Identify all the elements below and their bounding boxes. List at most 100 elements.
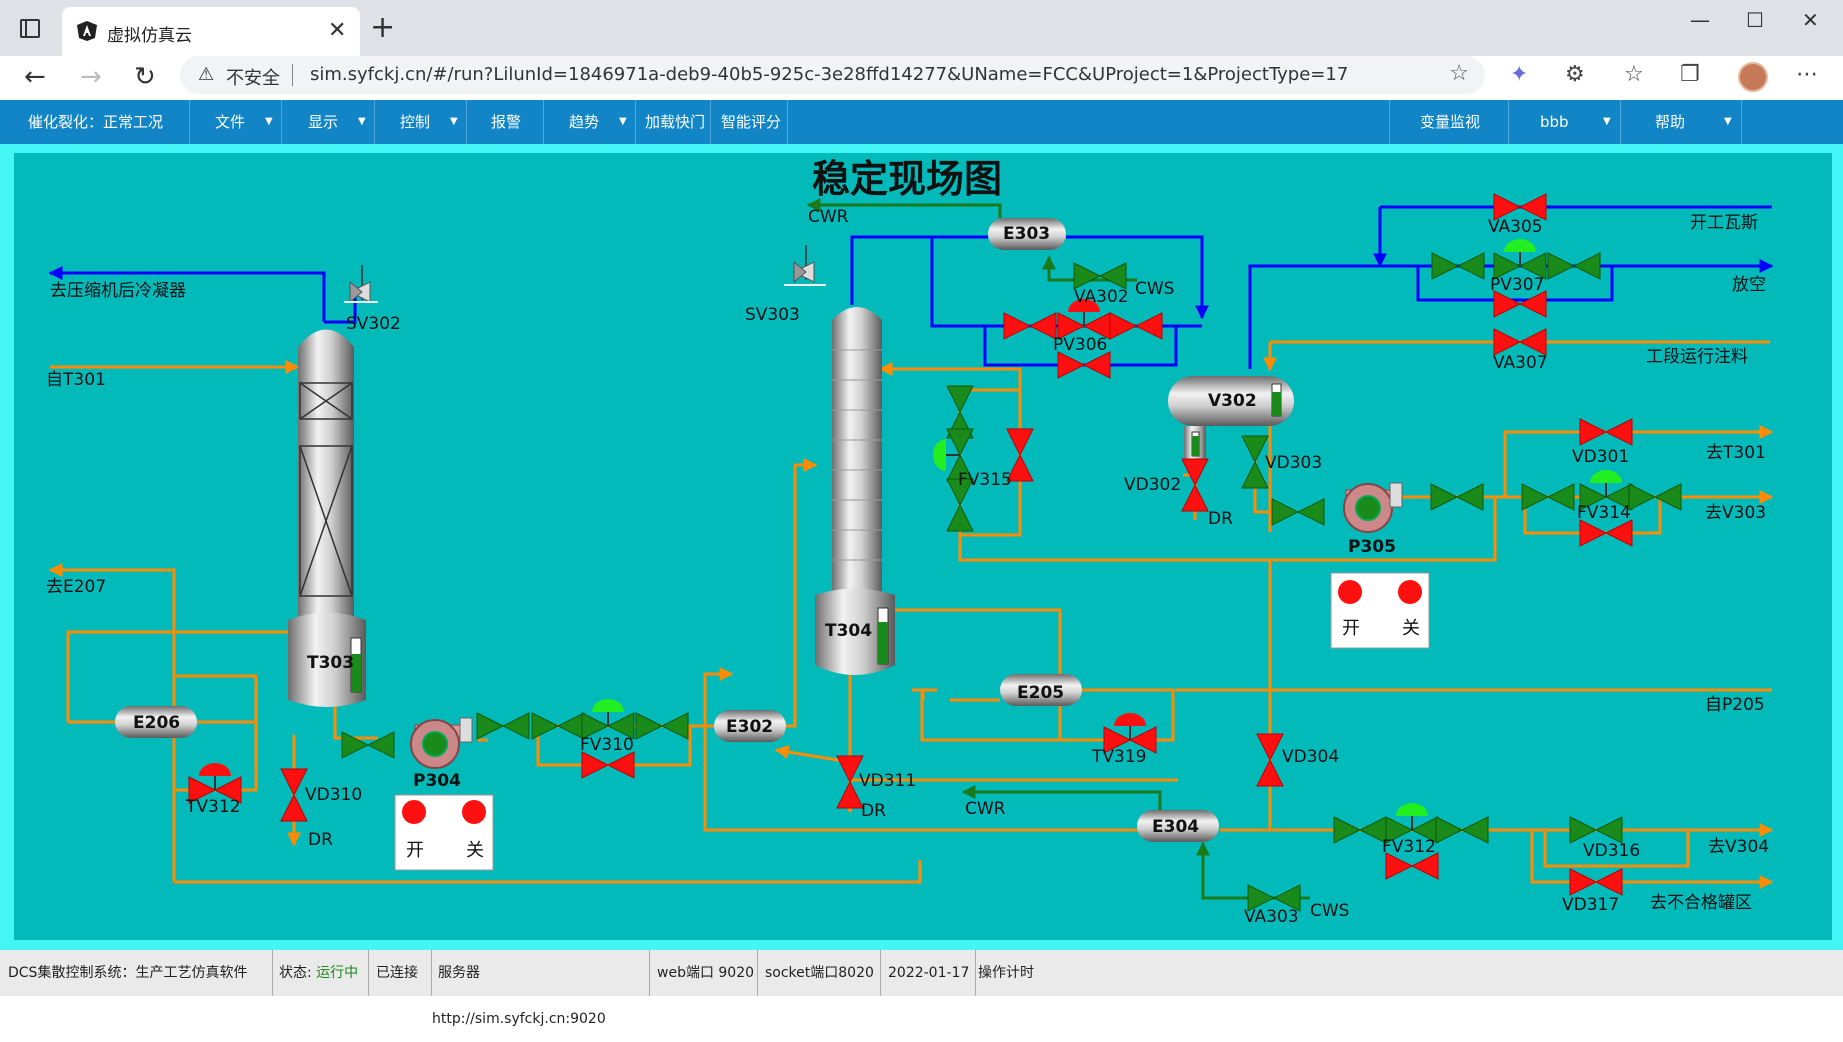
menu-help[interactable]: 帮助▼ [1621,100,1742,144]
label-e302: E302 [726,717,773,737]
valve-fv310-in[interactable] [531,712,585,740]
warning-icon[interactable]: ⚠ [198,64,215,85]
valve-pv307[interactable] [1493,239,1547,280]
menu-smart-score[interactable]: 智能评分 [711,100,788,144]
valve-fv314-out[interactable] [1628,483,1682,511]
avatar[interactable] [1738,62,1768,92]
valve-va303[interactable] [1247,884,1301,912]
tab-close-icon[interactable]: ✕ [328,18,347,43]
valve-vd316[interactable] [1569,816,1623,844]
menu-trend[interactable]: 趋势▼ [544,100,636,144]
menu-alarm[interactable]: 报警 [467,100,544,144]
menu-user[interactable]: bbb▼ [1508,100,1621,144]
menu-file[interactable]: 文件▼ [190,100,282,144]
valve-tv319[interactable] [1103,713,1157,754]
label-vd301: VD301 [1572,447,1629,467]
safety-valve-sv303[interactable] [784,245,826,286]
valve-fv310-bypass[interactable] [581,751,635,779]
maximize-icon[interactable]: ☐ [1746,8,1764,32]
extensions-icon[interactable]: ⚙ [1565,62,1585,87]
valve-pv307-in[interactable] [1431,252,1485,280]
label-va303: VA303 [1244,907,1299,927]
valve-va305[interactable] [1493,193,1547,221]
window-close-icon[interactable]: ✕ [1802,8,1819,32]
label-pv306: PV306 [1053,335,1107,355]
label-t303: T303 [307,653,354,673]
valve-fv314-in[interactable] [1521,483,1575,511]
exchanger-e206[interactable] [115,706,197,738]
menu-control[interactable]: 控制▼ [375,100,467,144]
exchanger-e302[interactable] [714,710,786,742]
valve-pv306-in[interactable] [1003,312,1057,340]
valve-fv312-out[interactable] [1435,816,1489,844]
pump-p305[interactable] [1343,482,1403,533]
valve-fv314[interactable] [1579,470,1633,511]
valve-vd317[interactable] [1569,868,1623,896]
valve-p304-suction[interactable] [341,731,395,759]
valve-fv310[interactable] [581,699,635,740]
status-socket-port: socket端口8020 [758,950,881,996]
back-icon[interactable]: ← [24,62,46,92]
favorite-add-icon[interactable]: ☆ [1449,61,1469,86]
valve-pv306[interactable] [1057,299,1111,340]
valve-fv315[interactable] [933,428,974,482]
safety-valve-sv302[interactable] [344,265,378,304]
url-text[interactable]: sim.syfckj.cn/#/run?LilunId=1846971a-deb… [310,64,1349,85]
valve-fv312-in[interactable] [1333,816,1387,844]
status-connected: 已连接 [369,950,432,996]
valve-pv306-out[interactable] [1109,312,1163,340]
column-t303[interactable] [288,329,366,708]
security-label[interactable]: 不安全 [226,68,280,89]
menu-display[interactable]: 显示▼ [282,100,375,144]
address-bar[interactable]: ⚠ 不安全 sim.syfckj.cn/#/run?LilunId=184697… [180,56,1485,94]
forward-icon[interactable]: → [80,62,102,92]
pump-p305-on-button[interactable] [1338,580,1362,604]
favorites-icon[interactable]: ☆ [1624,62,1644,87]
status-web-port: web端口 9020 [650,950,758,996]
label-to-reject: 去不合格罐区 [1650,893,1752,913]
valve-fv315-top[interactable] [946,385,974,439]
valve-vd302[interactable] [1181,458,1209,512]
valve-vd304[interactable] [1256,733,1284,787]
tab-title: 虚拟仿真云 [107,26,192,46]
valve-vd310[interactable] [280,768,308,822]
collections-icon[interactable]: ❐ [1680,62,1700,87]
pump-p304[interactable] [410,717,473,769]
more-menu-icon[interactable]: ⋯ [1796,62,1818,87]
reload-icon[interactable]: ↻ [134,62,156,92]
menu-variable-monitor[interactable]: 变量监视 [1389,100,1509,144]
valve-fv314-bypass[interactable] [1579,519,1633,547]
exchanger-e205[interactable] [1000,674,1082,706]
browser-tab[interactable]: 虚拟仿真云 ✕ [62,7,360,56]
menu-load-snapshot[interactable]: 加载快门 [636,100,711,144]
valve-va302[interactable] [1073,262,1127,290]
valve-fv315-bypass[interactable] [1006,428,1034,482]
valve-pv307-out[interactable] [1547,252,1601,280]
valve-fv315-bot[interactable] [946,478,974,532]
exchanger-e304[interactable] [1137,810,1219,842]
drum-v302[interactable] [1168,376,1294,462]
valve-va307[interactable] [1493,328,1547,356]
valve-vd311[interactable] [836,755,864,809]
minimize-icon[interactable]: — [1690,8,1710,32]
pump-p304-on-button[interactable] [402,800,426,824]
valve-vd303[interactable] [1241,435,1269,489]
pump-p304-off-button[interactable] [462,800,486,824]
valve-fv310-out[interactable] [635,712,689,740]
valve-p305-discharge[interactable] [1430,483,1484,511]
exchanger-e303[interactable] [988,218,1066,250]
valve-pv307-bypass[interactable] [1493,290,1547,318]
valve-pv306-bypass[interactable] [1057,351,1111,379]
valve-fv312-bypass[interactable] [1385,852,1439,880]
pump-p305-off-button[interactable] [1398,580,1422,604]
valve-vd301[interactable] [1579,418,1633,446]
valve-tv312[interactable] [188,763,242,804]
label-e206: E206 [133,713,180,733]
label-p304: P304 [413,771,461,791]
valve-p305-suction[interactable] [1271,498,1325,526]
valve-p304-discharge[interactable] [476,712,530,740]
column-t304[interactable] [815,307,895,675]
extension-bird-icon[interactable]: ✦ [1510,62,1529,87]
new-tab-icon[interactable]: + [370,10,396,45]
window-menu-icon[interactable] [20,19,40,38]
